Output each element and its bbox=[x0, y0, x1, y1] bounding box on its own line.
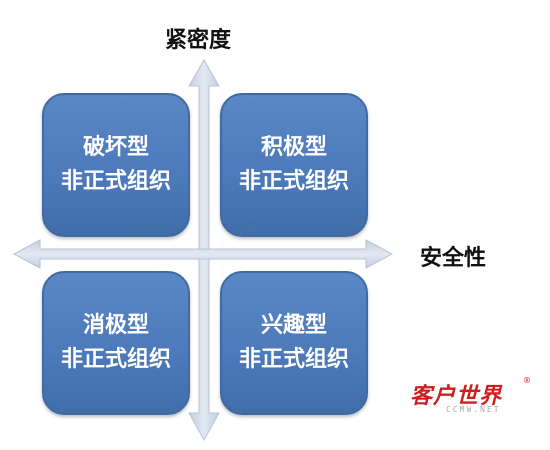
watermark-site: CCMW.NET bbox=[446, 405, 501, 414]
watermark-brand: 客户世界 bbox=[410, 383, 503, 409]
horizontal-axis-arrow bbox=[12, 239, 394, 269]
quadrant-top-left: 破坏型 非正式组织 bbox=[42, 93, 190, 237]
watermark-registered-mark: ® bbox=[523, 376, 531, 385]
quadrant-top-right-line2: 非正式组织 bbox=[238, 169, 349, 194]
quadrant-top-right-line1: 积极型 bbox=[260, 135, 327, 160]
quadrant-bottom-right-line2: 非正式组织 bbox=[238, 347, 349, 372]
vertical-axis-title: 紧密度 bbox=[165, 28, 232, 53]
watermark-logo: 客户世界 ® CCMW.NET bbox=[410, 376, 531, 418]
quadrant-bottom-right-line1: 兴趣型 bbox=[260, 313, 327, 338]
quadrant-bottom-left-line1: 消极型 bbox=[82, 313, 149, 338]
horizontal-axis-title: 安全性 bbox=[420, 246, 487, 271]
quadrant-bottom-left: 消极型 非正式组织 bbox=[42, 271, 190, 415]
quadrant-top-right: 积极型 非正式组织 bbox=[220, 93, 368, 237]
quadrant-bottom-right: 兴趣型 非正式组织 bbox=[220, 271, 368, 415]
quadrant-bottom-left-line2: 非正式组织 bbox=[60, 347, 171, 372]
quadrant-top-left-line2: 非正式组织 bbox=[60, 169, 171, 194]
quadrant-top-left-line1: 破坏型 bbox=[82, 135, 149, 160]
